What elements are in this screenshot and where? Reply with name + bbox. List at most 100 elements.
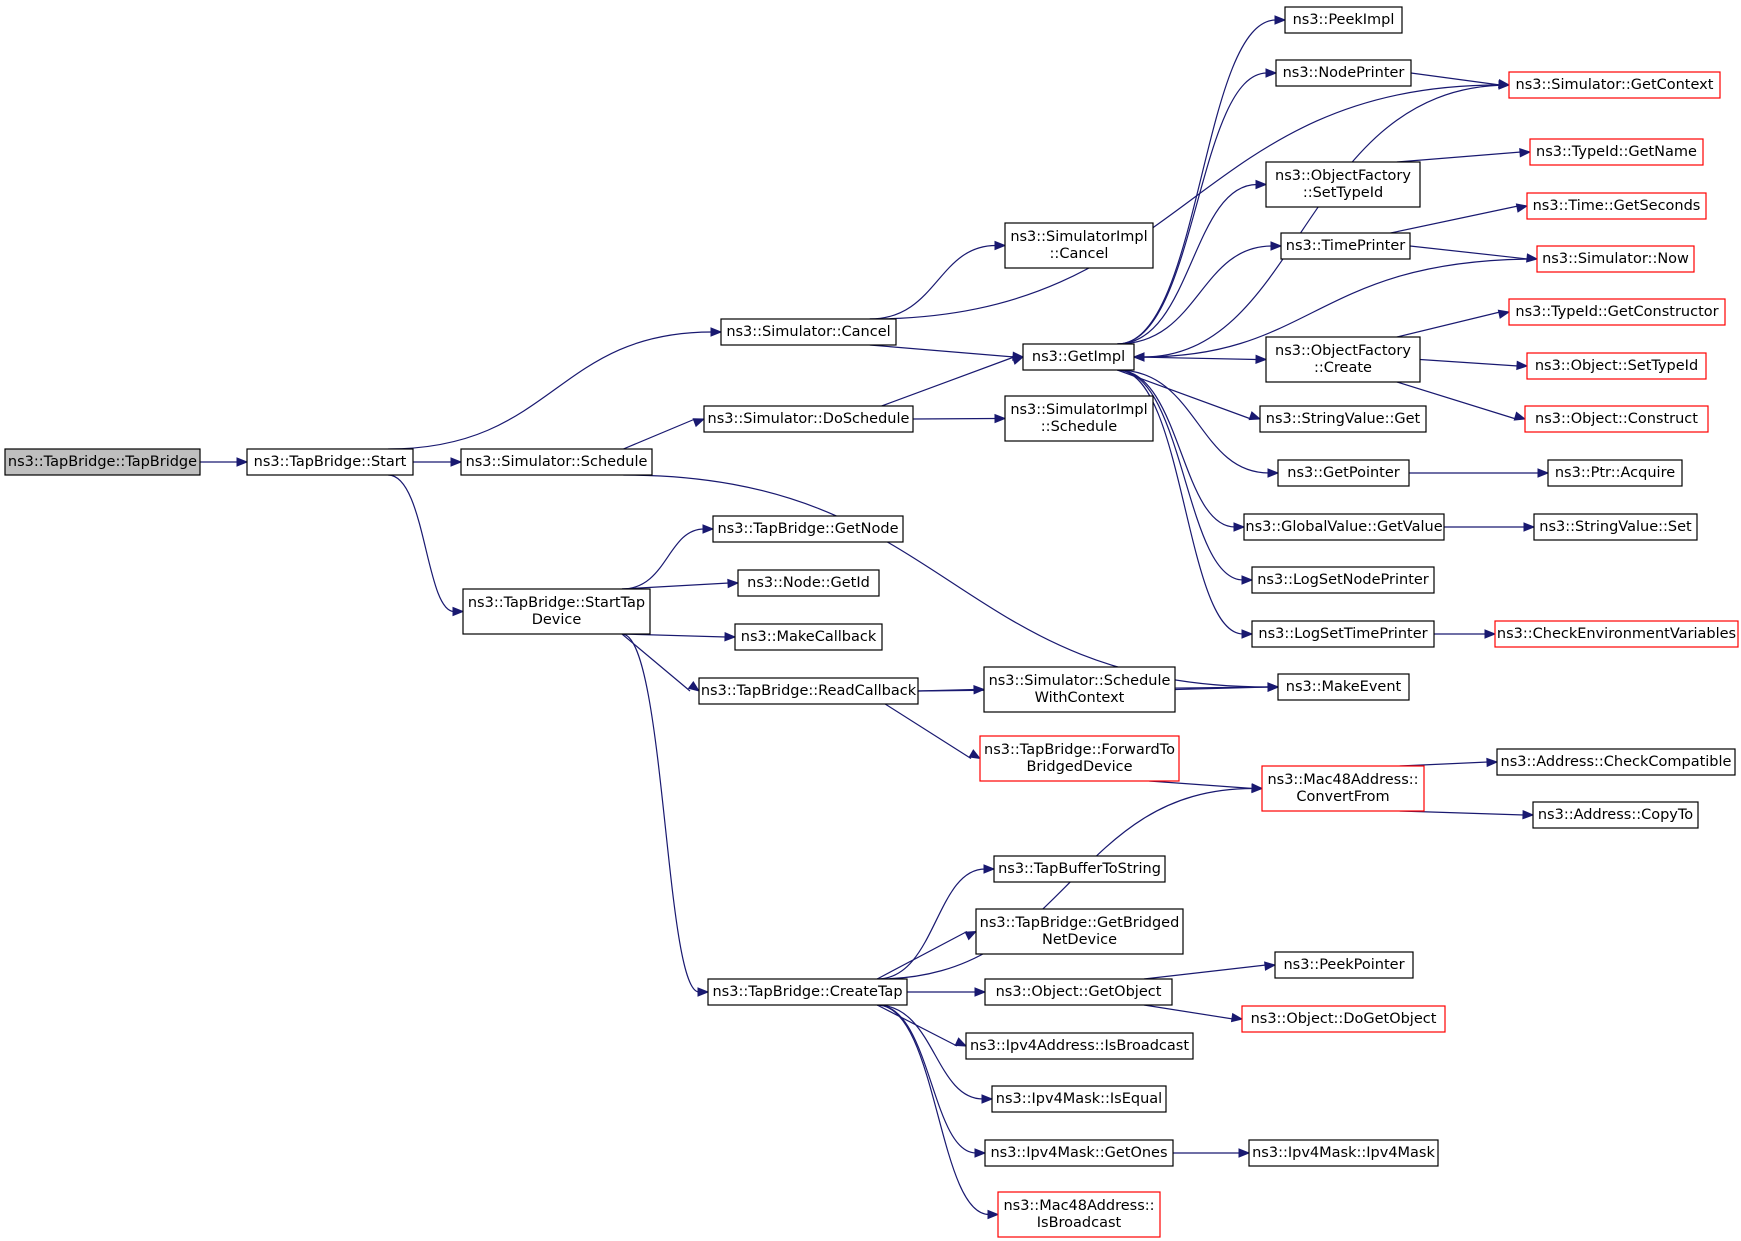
node-getnode[interactable]: ns3::TapBridge::GetNode <box>712 515 904 543</box>
node-tapbuffertostring[interactable]: ns3::TapBufferToString <box>993 855 1166 883</box>
node-typeid-getconstructor[interactable]: ns3::TypeId::GetConstructor <box>1508 298 1726 326</box>
node-mac48-isbroadcast[interactable]: ns3::Mac48Address::IsBroadcast <box>997 1191 1161 1238</box>
edge-starttap-to-getnode <box>621 528 705 590</box>
node-logsetnodeprinter[interactable]: ns3::LogSetNodePrinter <box>1251 566 1435 594</box>
node-label: ns3::Address::CopyTo <box>1538 807 1693 823</box>
arrowhead-object-getobject-to-peekpointer <box>1264 961 1277 971</box>
node-box <box>1524 405 1709 433</box>
node-label: NetDevice <box>1042 932 1117 948</box>
node-readcallback[interactable]: ns3::TapBridge::ReadCallback <box>698 677 919 705</box>
node-box <box>703 405 914 433</box>
node-label: ns3::CheckEnvironmentVariables <box>1497 626 1736 642</box>
arrowhead-getimpl-to-logsetnodeprinter <box>1241 575 1254 585</box>
node-simimpl-cancel[interactable]: ns3::SimulatorImpl::Cancel <box>1004 222 1154 269</box>
arrowhead-sim-schedwithctx-to-makeevent <box>1267 682 1280 692</box>
node-box <box>1496 748 1736 776</box>
edge-getimpl-to-nodeprinter <box>1117 72 1268 345</box>
node-object-getobject[interactable]: ns3::Object::GetObject <box>984 978 1173 1006</box>
node-addr-copyto[interactable]: ns3::Address::CopyTo <box>1532 801 1699 829</box>
edge-nodeprinter-to-sim-getcontext <box>1410 72 1501 86</box>
node-of-create[interactable]: ns3::ObjectFactory::Create <box>1265 336 1421 383</box>
node-box <box>1547 459 1683 487</box>
node-label: ns3::Object::Construct <box>1535 411 1698 427</box>
node-sim-now[interactable]: ns3::Simulator::Now <box>1536 245 1695 273</box>
node-of-settypeid[interactable]: ns3::ObjectFactory::SetTypeId <box>1265 161 1421 208</box>
arrowhead-readcallback-to-forwardto <box>968 749 982 760</box>
node-sim-schedule[interactable]: ns3::Simulator::Schedule <box>460 448 653 476</box>
edge-sim-now-to-getimpl <box>1142 258 1538 358</box>
arrowhead-readcallback-to-sim-schedwithctx <box>973 685 986 695</box>
node-box <box>983 666 1176 713</box>
node-globalvalue-getvalue[interactable]: ns3::GlobalValue::GetValue <box>1243 513 1445 541</box>
node-typeid-getname[interactable]: ns3::TypeId::GetName <box>1529 138 1704 166</box>
arrowhead-getpointer-to-ptr-acquire <box>1537 468 1550 478</box>
node-box <box>1265 336 1421 383</box>
node-ipv4addr-isbroadcast[interactable]: ns3::Ipv4Address::IsBroadcast <box>965 1032 1194 1060</box>
node-createtap[interactable]: ns3::TapBridge::CreateTap <box>707 978 908 1006</box>
edge-createtap-to-getbridgednetdevice <box>876 930 968 980</box>
node-time-getseconds[interactable]: ns3::Time::GetSeconds <box>1526 192 1707 220</box>
node-object-dogetobject[interactable]: ns3::Object::DoGetObject <box>1241 1005 1446 1033</box>
edge-getimpl-to-globalvalue-getvalue <box>1117 369 1236 528</box>
edge-readcallback-to-sim-schedwithctx <box>917 688 976 692</box>
node-mac48-convertfrom[interactable]: ns3::Mac48Address::ConvertFrom <box>1261 765 1425 812</box>
node-ipv4mask-ctor[interactable]: ns3::Ipv4Mask::Ipv4Mask <box>1248 1139 1439 1167</box>
node-box <box>720 318 897 346</box>
edge-start-to-starttap <box>388 474 455 613</box>
edge-of-create-to-typeid-getconstructor <box>1396 311 1501 338</box>
node-getimpl[interactable]: ns3::GetImpl <box>1022 343 1135 371</box>
node-makeevent[interactable]: ns3::MakeEvent <box>1277 673 1410 701</box>
node-stringvalue-set[interactable]: ns3::StringValue::Set <box>1533 513 1698 541</box>
node-object-settypeid[interactable]: ns3::Object::SetTypeId <box>1526 352 1707 380</box>
edge-getimpl-to-of-settypeid <box>1117 183 1258 345</box>
arrowhead-of-settypeid-to-typeid-getname <box>1519 148 1532 158</box>
node-start[interactable]: ns3::TapBridge::Start <box>246 448 414 476</box>
node-sim-doschedule[interactable]: ns3::Simulator::DoSchedule <box>703 405 914 433</box>
node-addr-checkcompat[interactable]: ns3::Address::CheckCompatible <box>1496 748 1736 776</box>
node-checkenv[interactable]: ns3::CheckEnvironmentVariables <box>1494 620 1739 648</box>
node-box <box>737 569 880 597</box>
node-label: ns3::SimulatorImpl <box>1010 402 1147 418</box>
arrowhead-getimpl-to-of-create <box>1255 354 1268 365</box>
node-ptr-acquire[interactable]: ns3::Ptr::Acquire <box>1547 459 1683 487</box>
node-nodeprinter[interactable]: ns3::NodePrinter <box>1275 59 1412 87</box>
edge-getimpl-to-peekimpl <box>1117 19 1277 345</box>
node-label: ns3::MakeEvent <box>1286 679 1402 695</box>
node-timeprinter[interactable]: ns3::TimePrinter <box>1280 232 1411 260</box>
node-tapbridge-ctor[interactable]: ns3::TapBridge::TapBridge <box>4 448 201 476</box>
node-makecallback[interactable]: ns3::MakeCallback <box>734 623 883 651</box>
node-sim-cancel[interactable]: ns3::Simulator::Cancel <box>720 318 897 346</box>
node-box <box>1251 566 1435 594</box>
node-node-getid[interactable]: ns3::Node::GetId <box>737 569 880 597</box>
edge-createtap-to-ipv4mask-isequal <box>877 1004 984 1100</box>
node-box <box>1248 1139 1439 1167</box>
edge-createtap-to-tapbuffertostring <box>877 868 986 980</box>
node-logsettimeprinter[interactable]: ns3::LogSetTimePrinter <box>1251 620 1435 648</box>
arrowhead-getimpl-to-timeprinter <box>1270 241 1283 251</box>
node-label: ns3::StringValue::Set <box>1539 519 1692 535</box>
node-peekpointer[interactable]: ns3::PeekPointer <box>1274 951 1414 979</box>
node-simimpl-schedule[interactable]: ns3::SimulatorImpl::Schedule <box>1004 395 1154 442</box>
node-getpointer[interactable]: ns3::GetPointer <box>1277 459 1410 487</box>
node-box <box>1284 6 1403 34</box>
arrowhead-sim-doschedule-to-simimpl-schedule <box>994 413 1007 424</box>
node-label: ns3::Simulator::Schedule <box>466 454 648 470</box>
node-stringvalue-get[interactable]: ns3::StringValue::Get <box>1259 405 1427 433</box>
arrowhead-tapbridge-ctor-to-start <box>236 457 249 467</box>
node-sim-getcontext[interactable]: ns3::Simulator::GetContext <box>1508 71 1721 99</box>
node-ipv4mask-getones[interactable]: ns3::Ipv4Mask::GetOnes <box>984 1139 1174 1167</box>
arrowhead-getimpl-to-globalvalue-getvalue <box>1233 522 1246 532</box>
node-ipv4mask-isequal[interactable]: ns3::Ipv4Mask::IsEqual <box>991 1085 1167 1113</box>
arrowhead-starttap-to-makecallback <box>724 631 737 642</box>
edge-forwardto-to-mac48-convertfrom <box>1149 780 1254 790</box>
node-object-construct[interactable]: ns3::Object::Construct <box>1524 405 1709 433</box>
arrowhead-object-getobject-to-object-dogetobject <box>1230 1012 1244 1023</box>
node-label: ns3::PeekPointer <box>1283 957 1404 973</box>
node-label: ns3::GetImpl <box>1032 349 1125 365</box>
node-peekimpl[interactable]: ns3::PeekImpl <box>1284 6 1403 34</box>
node-box <box>1251 620 1435 648</box>
